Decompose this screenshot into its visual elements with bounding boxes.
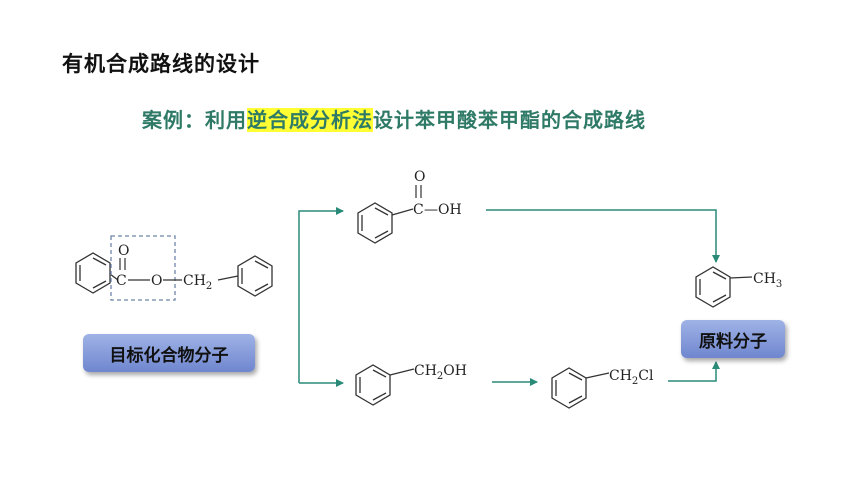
benzene-ring-toluene [695,266,731,308]
ester-group-box [110,235,176,301]
arrow-to-acid [298,207,344,383]
subtitle-suffix: 设计苯甲酸苯甲酯的合成路线 [373,108,646,132]
subtitle-prefix: 案例：利用 [142,108,247,132]
acid-carbon: C [413,202,424,218]
benzyl-chloride-molecule: CH2Cl [551,367,654,409]
ester-ch2: CH2 [183,273,212,292]
benzyl-alcohol-molecule: CH2OH [355,363,467,406]
benzene-ring-left [75,252,111,294]
benzene-ring-acid [357,202,393,244]
benzene-ring-alcohol [355,364,391,406]
case-subtitle: 案例：利用逆合成分析法设计苯甲酸苯甲酯的合成路线 [142,104,646,133]
toluene-molecule: CH3 [695,266,782,308]
alcohol-ch2oh: CH2OH [414,363,467,382]
ester-carbonyl-o: O [118,243,129,259]
raw-material-label: 原料分子 [681,320,785,358]
subtitle-highlight: 逆合成分析法 [247,108,373,132]
benzoic-acid-molecule: O C —OH [357,169,462,244]
chloride-ch2cl: CH2Cl [609,368,654,387]
benzene-ring-chloride [551,367,587,409]
acid-carbonyl-o: O [414,169,425,185]
arrow-chloride-to-raw [668,361,720,382]
target-molecule: O C O CH2 [75,235,273,301]
reaction-arrows [298,207,720,387]
benzene-ring-right [237,255,273,297]
ester-bridge-o: O [151,273,162,289]
arrow-acid-to-toluene [486,209,720,263]
acid-oh: —OH [424,202,462,218]
target-molecule-label: 目标化合物分子 [83,334,255,372]
page-title: 有机合成路线的设计 [62,52,260,76]
toluene-ch3: CH3 [753,271,782,290]
ester-carbon: C [116,273,127,289]
